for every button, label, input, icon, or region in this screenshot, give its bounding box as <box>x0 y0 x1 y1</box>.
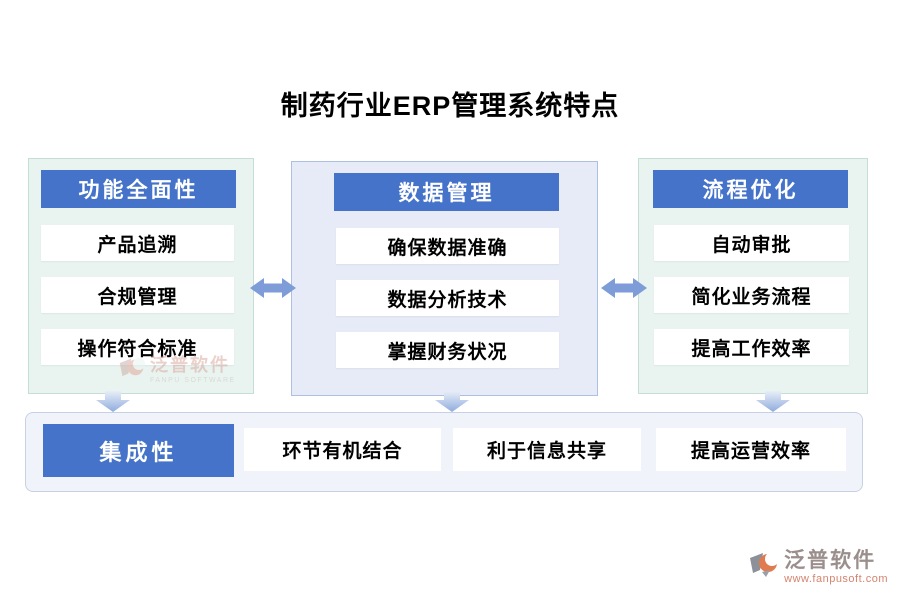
item-simplify-workflow: 简化业务流程 <box>654 277 849 313</box>
down-arrow-icon <box>435 391 469 412</box>
item-data-analysis: 数据分析技术 <box>336 280 559 316</box>
footer-brand-url: www.fanpusoft.com <box>784 573 888 585</box>
bottom-header-integration: 集成性 <box>43 424 234 477</box>
item-compliance: 合规管理 <box>41 277 234 313</box>
double-arrow-icon <box>250 278 296 298</box>
column-header-process: 流程优化 <box>653 170 848 208</box>
item-work-efficiency: 提高工作效率 <box>654 329 849 365</box>
page-title: 制药行业ERP管理系统特点 <box>280 91 620 121</box>
item-organic-links: 环节有机结合 <box>244 428 441 471</box>
double-arrow-icon <box>601 278 647 298</box>
panel-integration: 集成性 环节有机结合 利于信息共享 提高运营效率 <box>25 412 863 492</box>
down-arrow-icon <box>756 391 790 412</box>
item-data-accuracy: 确保数据准确 <box>336 228 559 264</box>
footer-brand: 泛普软件 www.fanpusoft.com <box>748 550 888 585</box>
item-auto-approval: 自动审批 <box>654 225 849 261</box>
down-arrow-icon <box>96 391 130 412</box>
item-product-tracing: 产品追溯 <box>41 225 234 261</box>
panel-functionality: 功能全面性 产品追溯 合规管理 操作符合标准 <box>28 158 254 394</box>
fanpu-logo-icon <box>750 552 780 577</box>
item-info-sharing: 利于信息共享 <box>453 428 641 471</box>
item-standard-ops: 操作符合标准 <box>41 329 234 365</box>
footer-brand-name: 泛普软件 <box>784 549 877 572</box>
item-finance-status: 掌握财务状况 <box>336 332 559 368</box>
panel-data-management: 数据管理 确保数据准确 数据分析技术 掌握财务状况 <box>291 161 598 396</box>
column-header-data: 数据管理 <box>334 173 559 211</box>
item-operation-eff: 提高运营效率 <box>656 428 846 471</box>
column-header-functionality: 功能全面性 <box>41 170 236 208</box>
panel-process-optimization: 流程优化 自动审批 简化业务流程 提高工作效率 <box>638 158 868 394</box>
